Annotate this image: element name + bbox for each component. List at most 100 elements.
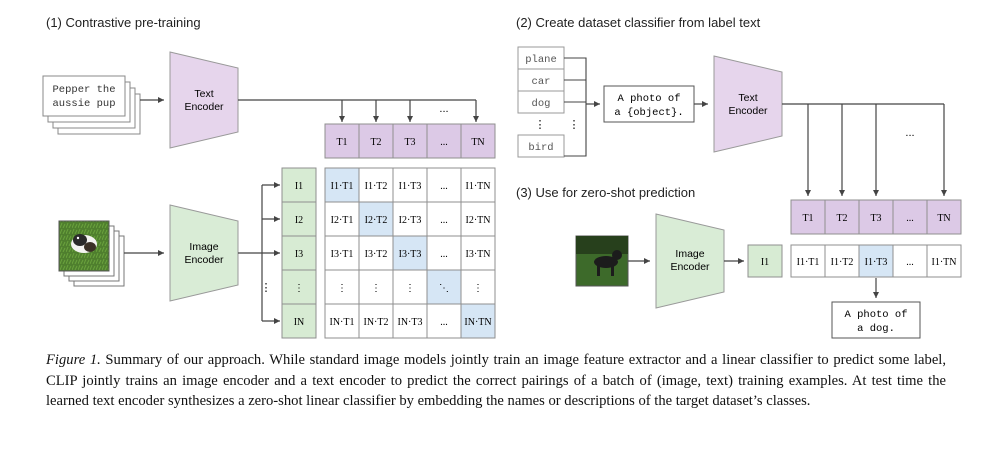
image-token-2-box	[281, 201, 317, 237]
score-cell-5-box	[926, 244, 962, 278]
dots-above-tokens-2: ...	[905, 127, 914, 139]
image-encoder-1-label-1: Image	[189, 241, 218, 253]
image-token-4: ⋮	[294, 283, 304, 294]
image-encoder-2: Image Encoder	[655, 213, 725, 309]
text-encoder-1-label-2: Encoder	[184, 101, 224, 113]
matrix-cell-1-2-box	[358, 167, 394, 203]
score-cell-3-box	[858, 244, 894, 278]
score-cell-1: I1·T1	[797, 257, 820, 268]
prediction-box: A photo of a dog.	[831, 301, 921, 339]
matrix-cell-5-2-box	[358, 303, 394, 339]
prediction-line-1: A photo of	[844, 309, 907, 321]
matrix-cell-4-3: ⋮	[405, 283, 415, 294]
image-token-single: I1	[747, 244, 783, 278]
classifier-token-1: T1	[802, 213, 813, 224]
text-input-stack: Pepper the aussie pup	[42, 75, 141, 135]
image-token-3-box	[281, 235, 317, 271]
text-token-2: T2	[370, 137, 381, 148]
label-list: plane car dog ⋮ ⋮ bird	[517, 46, 580, 158]
matrix-cell-1-1: I1·T1	[331, 181, 354, 192]
classifier-token-5-box	[926, 199, 962, 235]
image-token-3: I3	[295, 249, 303, 260]
matrix-cell-5-1: IN·T1	[330, 317, 355, 328]
image-encoder-2-label-1: Image	[675, 248, 704, 260]
matrix-cell-1-2: I1·T2	[365, 181, 388, 192]
matrix-cell-5-5-box	[460, 303, 496, 339]
matrix-cell-2-5-box	[460, 201, 496, 237]
text-encoder-1: Text Encoder	[169, 51, 239, 149]
image-token-4-box	[281, 269, 317, 305]
matrix-cell-4-4: ⋱	[439, 283, 449, 294]
matrix-cell-1-3: I1·T3	[399, 181, 422, 192]
matrix-cell-5-3-box	[392, 303, 428, 339]
query-image-token-box	[747, 244, 783, 278]
text-token-5-box	[460, 123, 496, 159]
prompt-template-line-1: A photo of	[617, 93, 680, 105]
matrix-cell-1-5: I1·TN	[466, 181, 491, 192]
section1-heading: (1) Contrastive pre-training	[46, 15, 201, 30]
image-input-stack	[58, 220, 125, 287]
label-dog: dog	[532, 98, 551, 110]
caption-body: Summary of our approach. While standard …	[46, 352, 946, 409]
figure-caption: Figure 1. Summary of our approach. While…	[46, 350, 946, 412]
label-plane: plane	[525, 54, 557, 66]
label-list-ellipsis-2: ⋮	[569, 119, 580, 131]
matrix-cell-4-1: ⋮	[337, 283, 347, 294]
score-cell-5: I1·TN	[932, 257, 957, 268]
matrix-cell-2-2-box	[358, 201, 394, 237]
section2-heading: (2) Create dataset classifier from label…	[516, 15, 761, 30]
matrix-cell-1-3-box	[392, 167, 428, 203]
label-bird: bird	[528, 142, 553, 154]
text-token-3: T3	[404, 137, 415, 148]
matrix-cell-3-5-box	[460, 235, 496, 271]
text-token-5: TN	[471, 137, 484, 148]
text-encoder-2-label-2: Encoder	[728, 105, 768, 117]
matrix-cell-1-1-box	[324, 167, 360, 203]
similarity-matrix: I1·T1 I1·T2 I1·T3... I1·TN I2·T1 I2·T2 I2·T3..…	[324, 167, 496, 339]
matrix-cell-2-1: I2·T1	[331, 215, 354, 226]
matrix-cell-5-3: IN·T3	[398, 317, 423, 328]
score-cell-3: I1·T3	[865, 257, 888, 268]
matrix-cell-2-4: ...	[440, 215, 448, 226]
text-encoder-2: Text Encoder	[713, 55, 783, 153]
score-cell-4: ...	[906, 257, 914, 268]
dots-above-tokens-1: ...	[439, 103, 448, 115]
matrix-cell-2-3: I2·T3	[399, 215, 422, 226]
score-cell-1-box	[790, 244, 826, 278]
text-token-2-box	[358, 123, 394, 159]
label-car: car	[532, 76, 551, 88]
image-token-5-box	[281, 303, 317, 339]
matrix-cell-3-1-box	[324, 235, 360, 271]
text-token-4-box	[426, 123, 462, 159]
prompt-template-box: A photo of a {object}.	[603, 85, 695, 123]
matrix-cell-2-1-box	[324, 201, 360, 237]
matrix-cell-4-5: ⋮	[473, 283, 483, 294]
image-token-1-box	[281, 167, 317, 203]
matrix-cell-3-1: I3·T1	[331, 249, 354, 260]
text-encoder-1-label-1: Text	[194, 88, 213, 100]
matrix-cell-3-5: I3·TN	[466, 249, 491, 260]
image-encoder-1: Image Encoder	[169, 204, 239, 302]
matrix-cell-2-4-box	[426, 201, 462, 237]
matrix-cell-4-2: ⋮	[371, 283, 381, 294]
label-box-bird	[517, 134, 565, 158]
classifier-token-5: TN	[937, 213, 950, 224]
matrix-cell-5-4: ...	[440, 317, 448, 328]
label-list-ellipsis: ⋮	[535, 119, 546, 131]
image-encoder-2-label-2: Encoder	[670, 261, 710, 273]
matrix-cell-5-5: IN·TN	[464, 317, 491, 328]
matrix-cell-3-3: I3·T3	[399, 249, 422, 260]
prompt-template-line-2: a {object}.	[614, 107, 683, 119]
matrix-cell-5-2: IN·T2	[364, 317, 389, 328]
classifier-token-4-box	[892, 199, 928, 235]
matrix-cell-3-2: I3·T2	[365, 249, 388, 260]
prediction-line-2: a dog.	[857, 323, 895, 335]
dots-left-tokens: ⋮	[261, 282, 272, 294]
image-token-5: IN	[294, 317, 305, 328]
query-image-token: I1	[761, 257, 769, 268]
matrix-cell-5-4-box	[426, 303, 462, 339]
matrix-cell-2-2: I2·T2	[365, 215, 388, 226]
text-token-4: ...	[440, 137, 448, 148]
